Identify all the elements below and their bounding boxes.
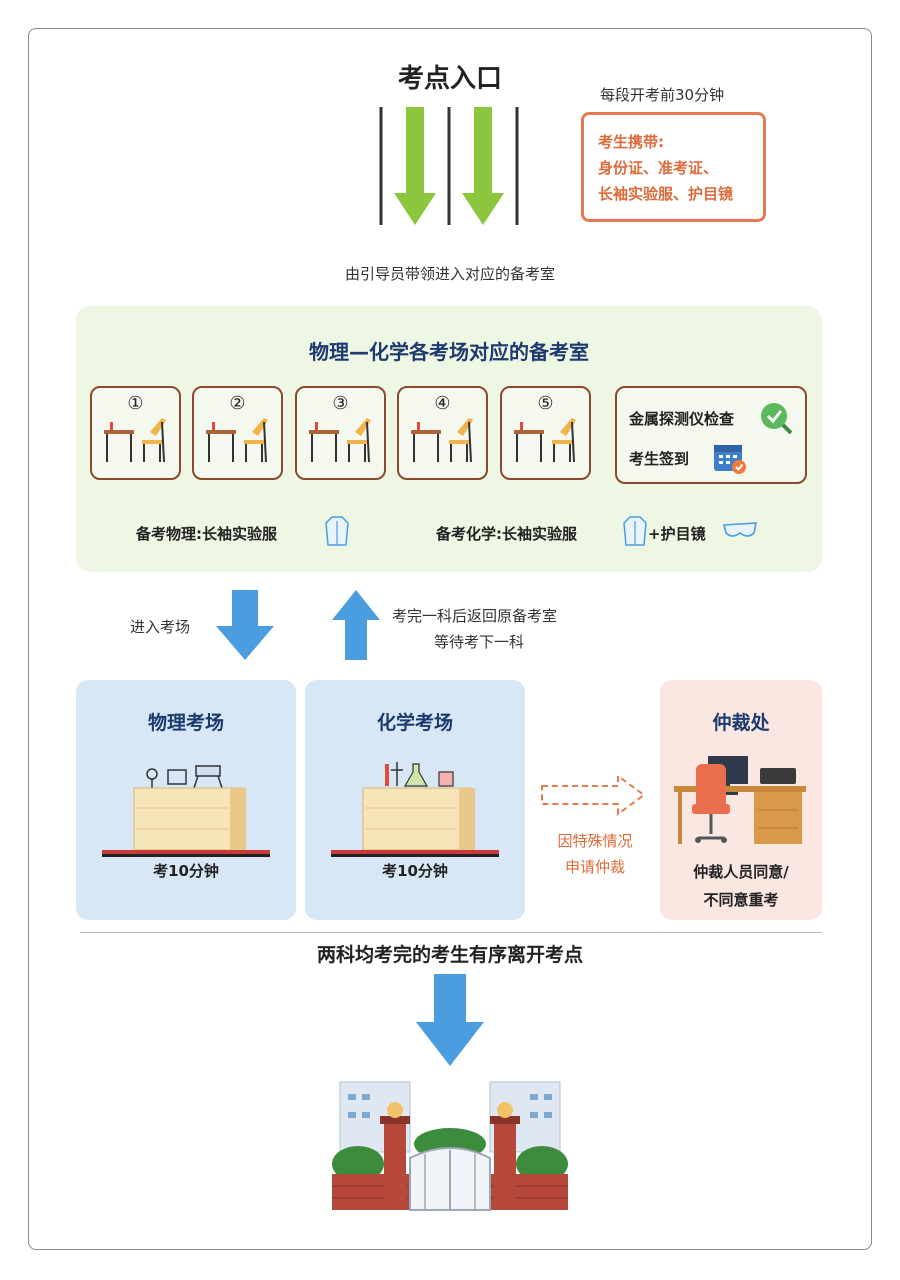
appeal-note: 因特殊情况 申请仲裁 [540, 828, 650, 880]
prep-room-4: ④ [397, 386, 488, 480]
chemistry-requirement: 备考化学:长袖实验服 [436, 525, 577, 543]
prep-room-5: ⑤ [500, 386, 591, 480]
desk-chair-icon [104, 418, 166, 463]
dashed-right-arrow-icon [541, 774, 646, 816]
arbitration-office: 仲裁处 仲裁人员同意/ 不同意重考 [660, 680, 822, 920]
return-note: 考完一科后返回原备考室 等待考下一科 [392, 603, 557, 655]
gate-door [409, 1147, 491, 1211]
desk-chair-icon [309, 418, 371, 463]
room-number: ② [229, 393, 246, 414]
physics-exam-room: 物理考场 考10分钟 [76, 680, 296, 920]
up-arrow-blue-icon [332, 590, 380, 660]
lab-coat-icon [623, 516, 647, 546]
down-arrow-blue-large-icon [416, 974, 484, 1066]
arbitration-title: 仲裁处 [712, 712, 770, 734]
chemistry-exam-title: 化学考场 [376, 712, 453, 734]
down-arrow-green-2-icon [462, 107, 504, 225]
check-in-box: 金属探测仪检查 考生签到 [615, 386, 807, 484]
carry-items-box: 考生携带: 身份证、准考证、 长袖实验服、护目镜 [581, 112, 766, 222]
desk-chair-icon [411, 418, 473, 463]
prep-room-3: ③ [295, 386, 386, 480]
physics-equipment-icon [146, 765, 223, 789]
return-note-line-2: 等待考下一科 [434, 633, 525, 651]
time-note: 每段开考前30分钟 [600, 86, 725, 104]
chemistry-extra: +护目镜 [648, 525, 706, 543]
page-frame [28, 28, 872, 1250]
room-number: ④ [434, 393, 451, 414]
lane-lines [379, 107, 519, 225]
chemistry-glassware-icon [385, 762, 454, 787]
arbitration-result: 仲裁人员同意/ 不同意重考 [660, 858, 822, 914]
appeal-line-2: 申请仲裁 [564, 858, 625, 876]
physics-exam-title: 物理考场 [147, 712, 224, 734]
section-divider [80, 932, 822, 933]
carry-item-2: 长袖实验服、护目镜 [598, 185, 734, 203]
metal-detector-check: 金属探测仪检查 [629, 410, 735, 428]
student-sign-in: 考生签到 [629, 450, 690, 468]
physics-requirement: 备考物理:长袖实验服 [136, 525, 277, 543]
down-arrow-blue-icon [216, 590, 274, 660]
prep-room-2: ② [192, 386, 283, 480]
desk-chair-icon [514, 418, 576, 463]
room-number: ① [127, 393, 144, 414]
school-gate-icon [332, 1081, 568, 1211]
carry-title: 考生携带: [598, 133, 664, 151]
office-desk-icon [674, 756, 806, 844]
entrance-lanes-graphic [379, 107, 519, 225]
lab-table-chemistry-icon [331, 762, 499, 857]
enter-exam-label: 进入考场 [130, 618, 191, 636]
prep-room-1: ① [90, 386, 181, 480]
calendar-icon [714, 445, 746, 474]
prep-room-title: 物理—化学各考场对应的备考室 [309, 340, 589, 364]
goggles-icon [722, 522, 757, 537]
chemistry-exam-room: 化学考场 考10分钟 [305, 680, 525, 920]
down-arrow-green-1-icon [394, 107, 436, 225]
entrance-title: 考点入口 [397, 64, 502, 94]
lab-coat-icon [325, 516, 349, 546]
carry-item-1: 身份证、准考证、 [598, 159, 719, 177]
arbitration-result-line-1: 仲裁人员同意/ [693, 863, 789, 881]
room-number: ⑤ [537, 393, 554, 414]
exit-instruction: 两科均考完的考生有序离开考点 [316, 944, 583, 966]
appeal-line-1: 因特殊情况 [557, 832, 633, 850]
magnifier-check-icon [761, 403, 793, 435]
room-number: ③ [332, 393, 349, 414]
chemistry-exam-duration: 考10分钟 [382, 862, 448, 880]
physics-exam-duration: 考10分钟 [153, 862, 219, 880]
guide-text: 由引导员带领进入对应的备考室 [344, 265, 555, 283]
lab-table-physics-icon [102, 765, 270, 857]
desk-chair-icon [206, 418, 268, 463]
arbitration-result-line-2: 不同意重考 [703, 891, 779, 909]
return-note-line-1: 考完一科后返回原备考室 [392, 607, 558, 625]
gate-pillars [380, 1102, 520, 1210]
